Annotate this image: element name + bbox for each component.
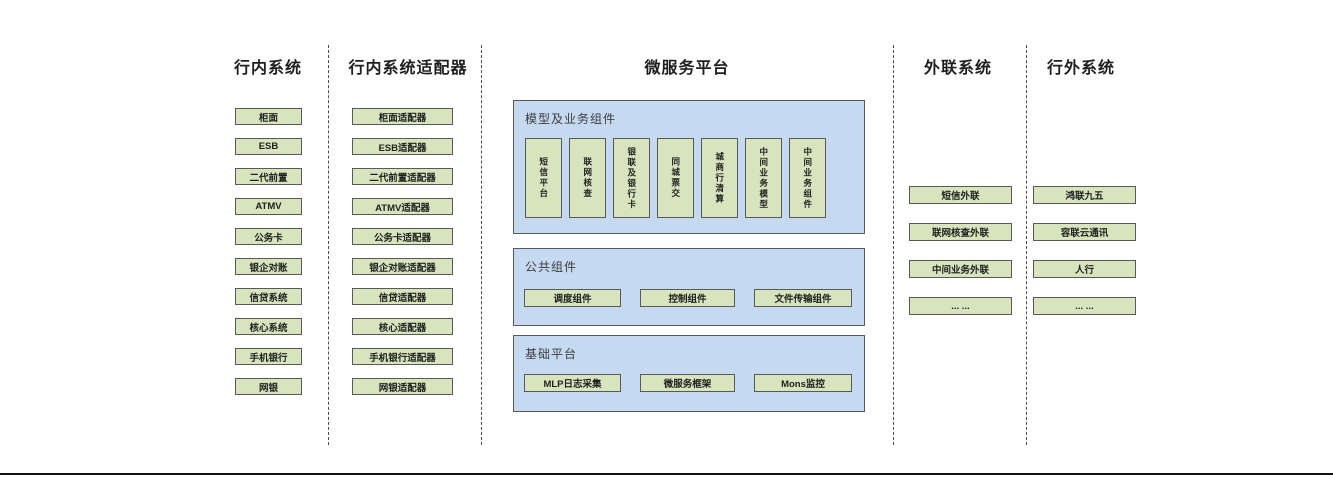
external-systems-list: 鸿联九五 容联云通讯 人行 ... ...: [1033, 186, 1136, 315]
system-box: ATMV: [235, 198, 302, 215]
component-label: 中间业务组件: [802, 146, 813, 210]
system-box: 容联云通讯: [1033, 223, 1136, 241]
column-separator: [328, 45, 329, 445]
adapter-box: 手机银行适配器: [352, 348, 453, 365]
system-box: ... ...: [909, 297, 1012, 315]
component-box: 联网核查: [569, 138, 606, 218]
component-box: 短信平台: [525, 138, 562, 218]
adapter-box: ATMV适配器: [352, 198, 453, 215]
common-components-row: 调度组件 控制组件 文件传输组件: [524, 289, 852, 307]
component-label: 联网核查: [582, 157, 593, 199]
system-box: 二代前置: [235, 168, 302, 185]
panel-model-business-components: 模型及业务组件 短信平台 联网核查 银联及银行卡 同城票交 城商行清算 中间业务…: [513, 100, 865, 234]
column-separator: [1026, 45, 1027, 445]
column-separator: [481, 45, 482, 445]
component-box: 控制组件: [640, 289, 735, 307]
panel-common-components: 公共组件 调度组件 控制组件 文件传输组件: [513, 248, 865, 326]
panel-label: 模型及业务组件: [525, 112, 617, 126]
component-box: Mons监控: [754, 374, 852, 392]
panel-base-platform: 基础平台 MLP日志采集 微服务框架 Mons监控: [513, 335, 865, 412]
system-box: 信贷系统: [235, 288, 302, 305]
component-box: MLP日志采集: [524, 374, 621, 392]
adapter-box: 核心适配器: [352, 318, 453, 335]
internal-system-adapters-list: 柜面适配器 ESB适配器 二代前置适配器 ATMV适配器 公务卡适配器 银企对账…: [352, 108, 453, 395]
panel-label: 公共组件: [525, 260, 578, 274]
adapter-box: 柜面适配器: [352, 108, 453, 125]
system-box: ... ...: [1033, 297, 1136, 315]
system-box: 中间业务外联: [909, 260, 1012, 278]
system-box: 手机银行: [235, 348, 302, 365]
internal-systems-list: 柜面 ESB 二代前置 ATMV 公务卡 银企对账 信贷系统 核心系统 手机银行…: [235, 108, 302, 395]
system-box: 银企对账: [235, 258, 302, 275]
component-box: 文件传输组件: [754, 289, 852, 307]
component-label: 短信平台: [538, 157, 549, 199]
component-box: 中间业务模型: [745, 138, 782, 218]
model-components-row: 短信平台 联网核查 银联及银行卡 同城票交 城商行清算 中间业务模型 中间业务组…: [525, 138, 826, 218]
component-box: 银联及银行卡: [613, 138, 650, 218]
system-box: 公务卡: [235, 228, 302, 245]
column-title-internal-system-adapters: 行内系统适配器: [348, 60, 468, 77]
system-box: 核心系统: [235, 318, 302, 335]
component-box: 调度组件: [524, 289, 621, 307]
component-box: 微服务框架: [640, 374, 735, 392]
column-title-external-systems: 行外系统: [1046, 60, 1116, 77]
system-box: 鸿联九五: [1033, 186, 1136, 204]
component-box: 同城票交: [657, 138, 694, 218]
panel-label: 基础平台: [525, 347, 578, 361]
component-label: 银联及银行卡: [626, 146, 637, 210]
system-box: 联网核查外联: [909, 223, 1012, 241]
column-title-outbound-systems: 外联系统: [923, 60, 993, 77]
component-box: 中间业务组件: [789, 138, 826, 218]
adapter-box: ESB适配器: [352, 138, 453, 155]
column-title-internal-systems: 行内系统: [233, 60, 303, 77]
bottom-divider: [0, 473, 1333, 475]
outbound-systems-list: 短信外联 联网核查外联 中间业务外联 ... ...: [909, 186, 1012, 315]
component-box: 城商行清算: [701, 138, 738, 218]
adapter-box: 二代前置适配器: [352, 168, 453, 185]
system-box: 柜面: [235, 108, 302, 125]
column-title-microservice-platform: 微服务平台: [644, 60, 730, 77]
adapter-box: 网银适配器: [352, 378, 453, 395]
base-platform-row: MLP日志采集 微服务框架 Mons监控: [524, 374, 852, 392]
adapter-box: 银企对账适配器: [352, 258, 453, 275]
system-box: 人行: [1033, 260, 1136, 278]
system-box: 网银: [235, 378, 302, 395]
adapter-box: 信贷适配器: [352, 288, 453, 305]
system-box: 短信外联: [909, 186, 1012, 204]
component-label: 同城票交: [670, 157, 681, 199]
adapter-box: 公务卡适配器: [352, 228, 453, 245]
system-box: ESB: [235, 138, 302, 155]
column-separator: [893, 45, 894, 445]
component-label: 中间业务模型: [758, 146, 769, 210]
component-label: 城商行清算: [714, 151, 725, 205]
